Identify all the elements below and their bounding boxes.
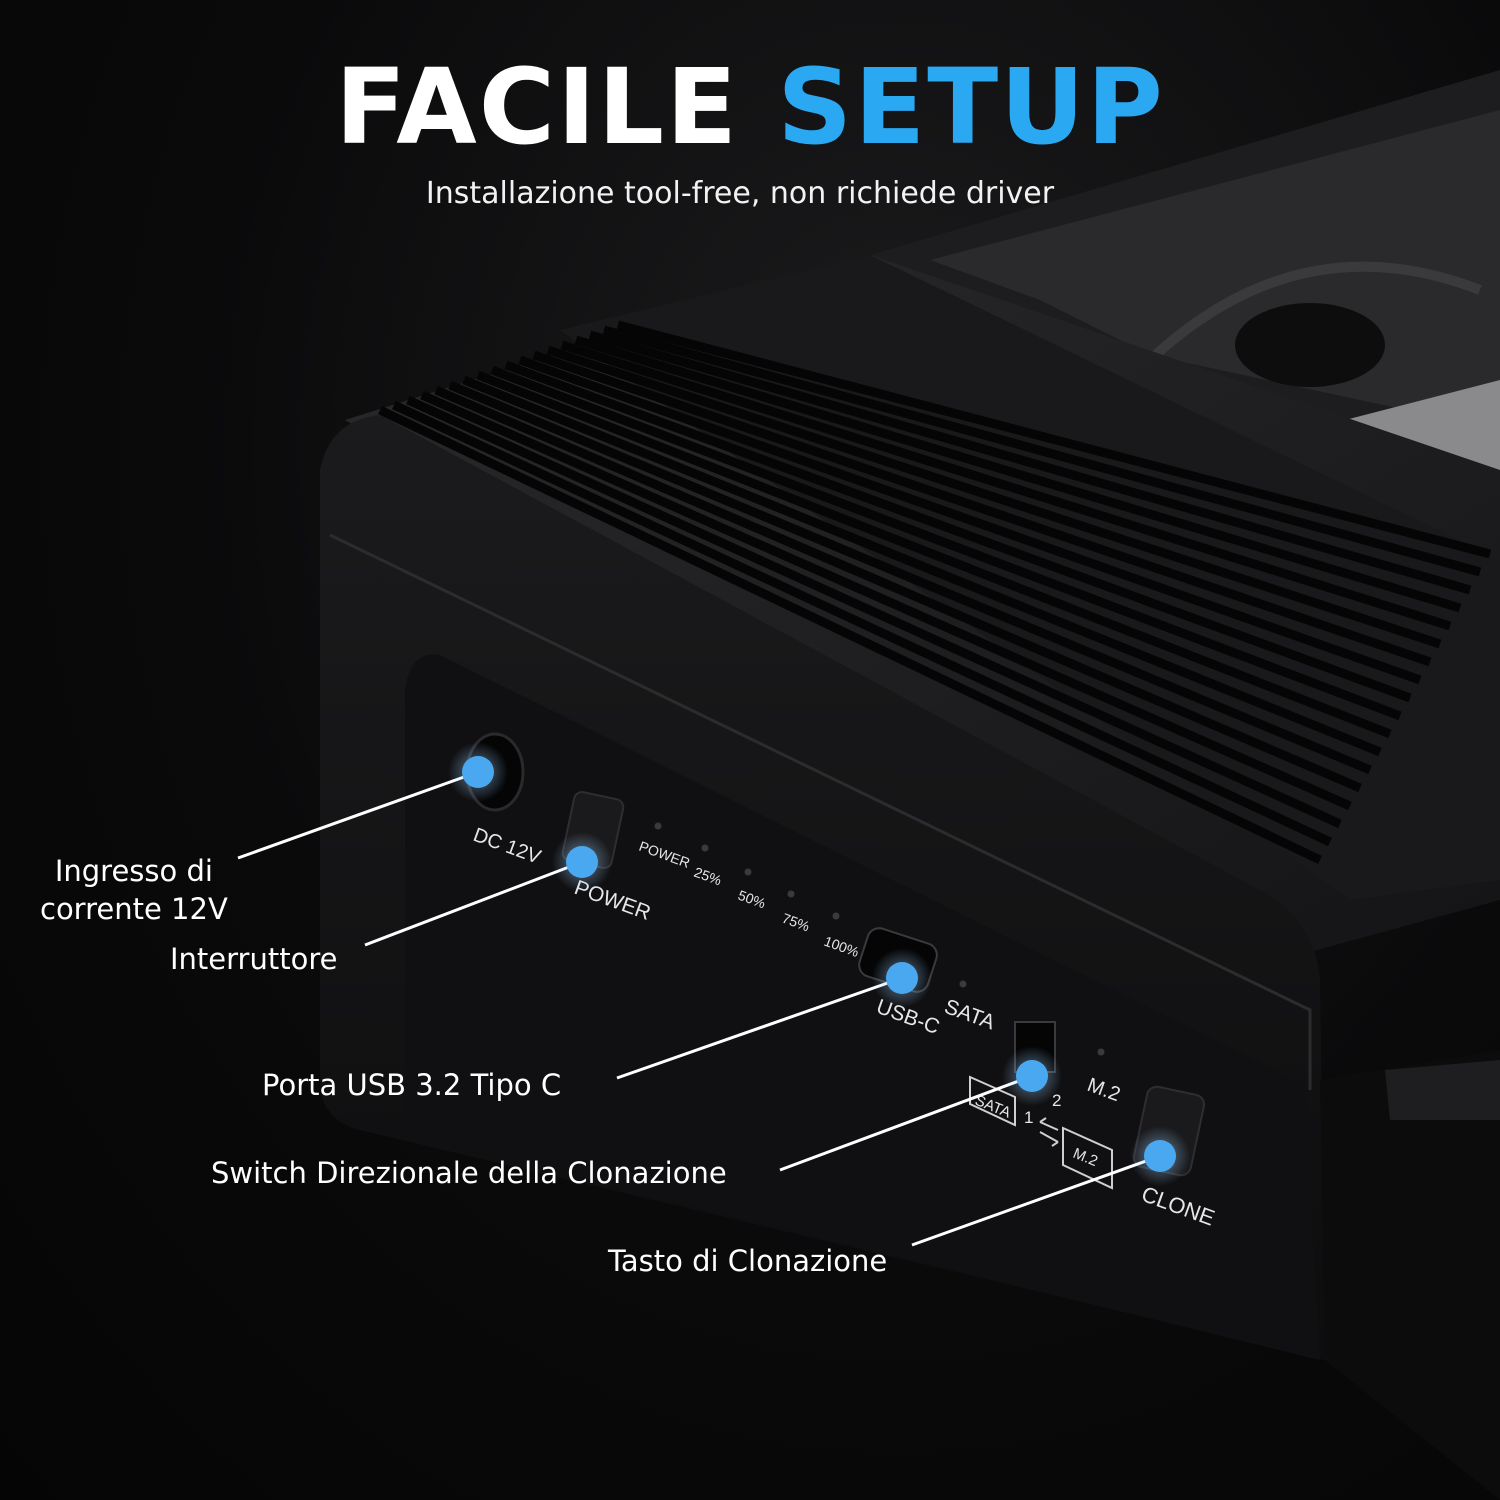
vent-slot (406, 395, 1342, 829)
leader-line-power (364, 860, 583, 947)
marker-clone (1144, 1140, 1176, 1172)
marker-switch (1016, 1060, 1048, 1092)
vent-slot (378, 405, 1322, 865)
vent-slot (560, 340, 1452, 631)
title-white: FACILE (335, 46, 740, 168)
vent-slot (546, 345, 1442, 649)
vent-slot (602, 325, 1482, 577)
vent-slot (504, 360, 1412, 703)
led-sata (959, 980, 967, 988)
callout-dc-line2: corrente 12V (40, 892, 228, 926)
vent-slot (476, 370, 1392, 739)
leader-line-dc (237, 770, 479, 860)
page-subtitle: Installazione tool-free, non richiede dr… (425, 176, 1055, 211)
marker-power (566, 846, 598, 878)
vent-slot (462, 375, 1382, 757)
vent-slot (434, 385, 1362, 793)
led-50 (744, 868, 752, 876)
leader-lines (237, 770, 1161, 1247)
tray-hole (1235, 303, 1385, 387)
callout-usb-port: Porta USB 3.2 Tipo C (262, 1068, 562, 1102)
led-m2 (1097, 1048, 1105, 1056)
vent-slot (616, 320, 1492, 559)
title-accent: SETUP (777, 46, 1165, 168)
m2-box (1062, 1126, 1113, 1190)
callout-dc-input: Ingresso di corrente 12V (40, 852, 228, 928)
callout-power-switch: Interruttore (170, 942, 338, 976)
front-panel (320, 415, 1500, 1500)
callout-clone-switch: Switch Direzionale della Clonazione (211, 1156, 727, 1190)
marker-dc (462, 756, 494, 788)
led-100 (832, 912, 840, 920)
leader-line-usb (616, 976, 903, 1080)
vent-slot (574, 335, 1462, 613)
arrow-icon (1039, 1117, 1059, 1147)
label-switch-1: 1 (1024, 1108, 1033, 1127)
label-switch-2: 2 (1052, 1091, 1061, 1110)
top-surface (345, 255, 1500, 960)
callout-dc-line1: Ingresso di (54, 854, 213, 888)
led-75 (787, 890, 795, 898)
vent-slot (420, 390, 1352, 811)
vent-slot (448, 380, 1372, 775)
leader-line-clone (911, 1154, 1161, 1247)
led-25 (701, 844, 709, 852)
markers (448, 742, 1190, 1186)
sata-box (969, 1075, 1016, 1127)
marker-usb (886, 962, 918, 994)
vent-slot (532, 350, 1432, 667)
page-title: FACILE SETUP (0, 55, 1500, 159)
leader-line-switch (779, 1074, 1033, 1172)
vent-slot (588, 330, 1472, 595)
callout-clone-button: Tasto di Clonazione (608, 1244, 888, 1278)
vent-slot (392, 400, 1332, 847)
vent-slot (518, 355, 1422, 685)
led-power (654, 822, 662, 830)
vent-grille (378, 320, 1492, 865)
vent-slot (490, 365, 1402, 721)
